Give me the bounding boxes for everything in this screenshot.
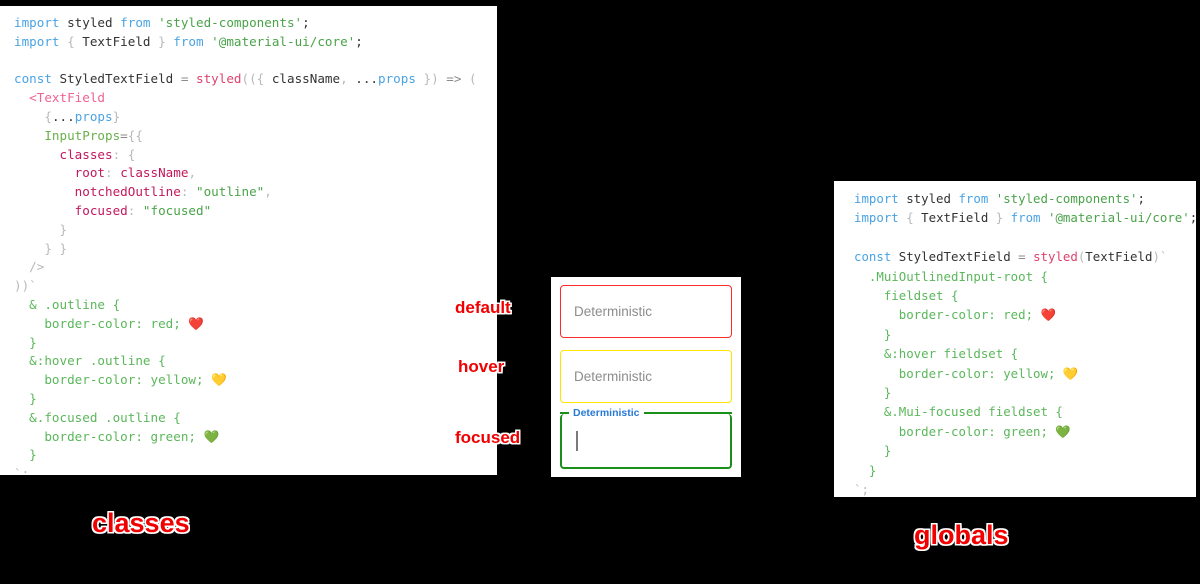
caption-globals: globals <box>914 520 1009 550</box>
text-caret <box>576 430 578 451</box>
textfield-default-placeholder: Deterministic <box>574 304 653 319</box>
textfield-default[interactable]: Deterministic <box>560 285 732 338</box>
annotation-hover: hover <box>458 357 505 376</box>
textfield-hover-placeholder: Deterministic <box>574 368 653 384</box>
code-panel-classes: import styled from 'styled-components'; … <box>0 6 497 475</box>
annotation-focused: focused <box>455 428 521 447</box>
annotation-default: default <box>455 298 511 317</box>
textfield-demo-panel: Deterministic Deterministic Deterministi… <box>551 277 741 477</box>
notch-segment-right <box>643 412 732 414</box>
code-block-globals: import styled from 'styled-components'; … <box>854 191 1196 497</box>
notched-outline: Deterministic <box>560 408 732 418</box>
textfield-focused-label: Deterministic <box>573 406 640 419</box>
notch-segment-left <box>560 412 569 414</box>
textfield-focused[interactable]: Deterministic <box>560 408 732 469</box>
code-panel-globals: import styled from 'styled-components'; … <box>834 181 1196 497</box>
caption-classes: classes <box>92 508 190 538</box>
textfield-hover[interactable]: Deterministic <box>560 349 732 403</box>
code-block-classes: import styled from 'styled-components'; … <box>14 15 477 475</box>
